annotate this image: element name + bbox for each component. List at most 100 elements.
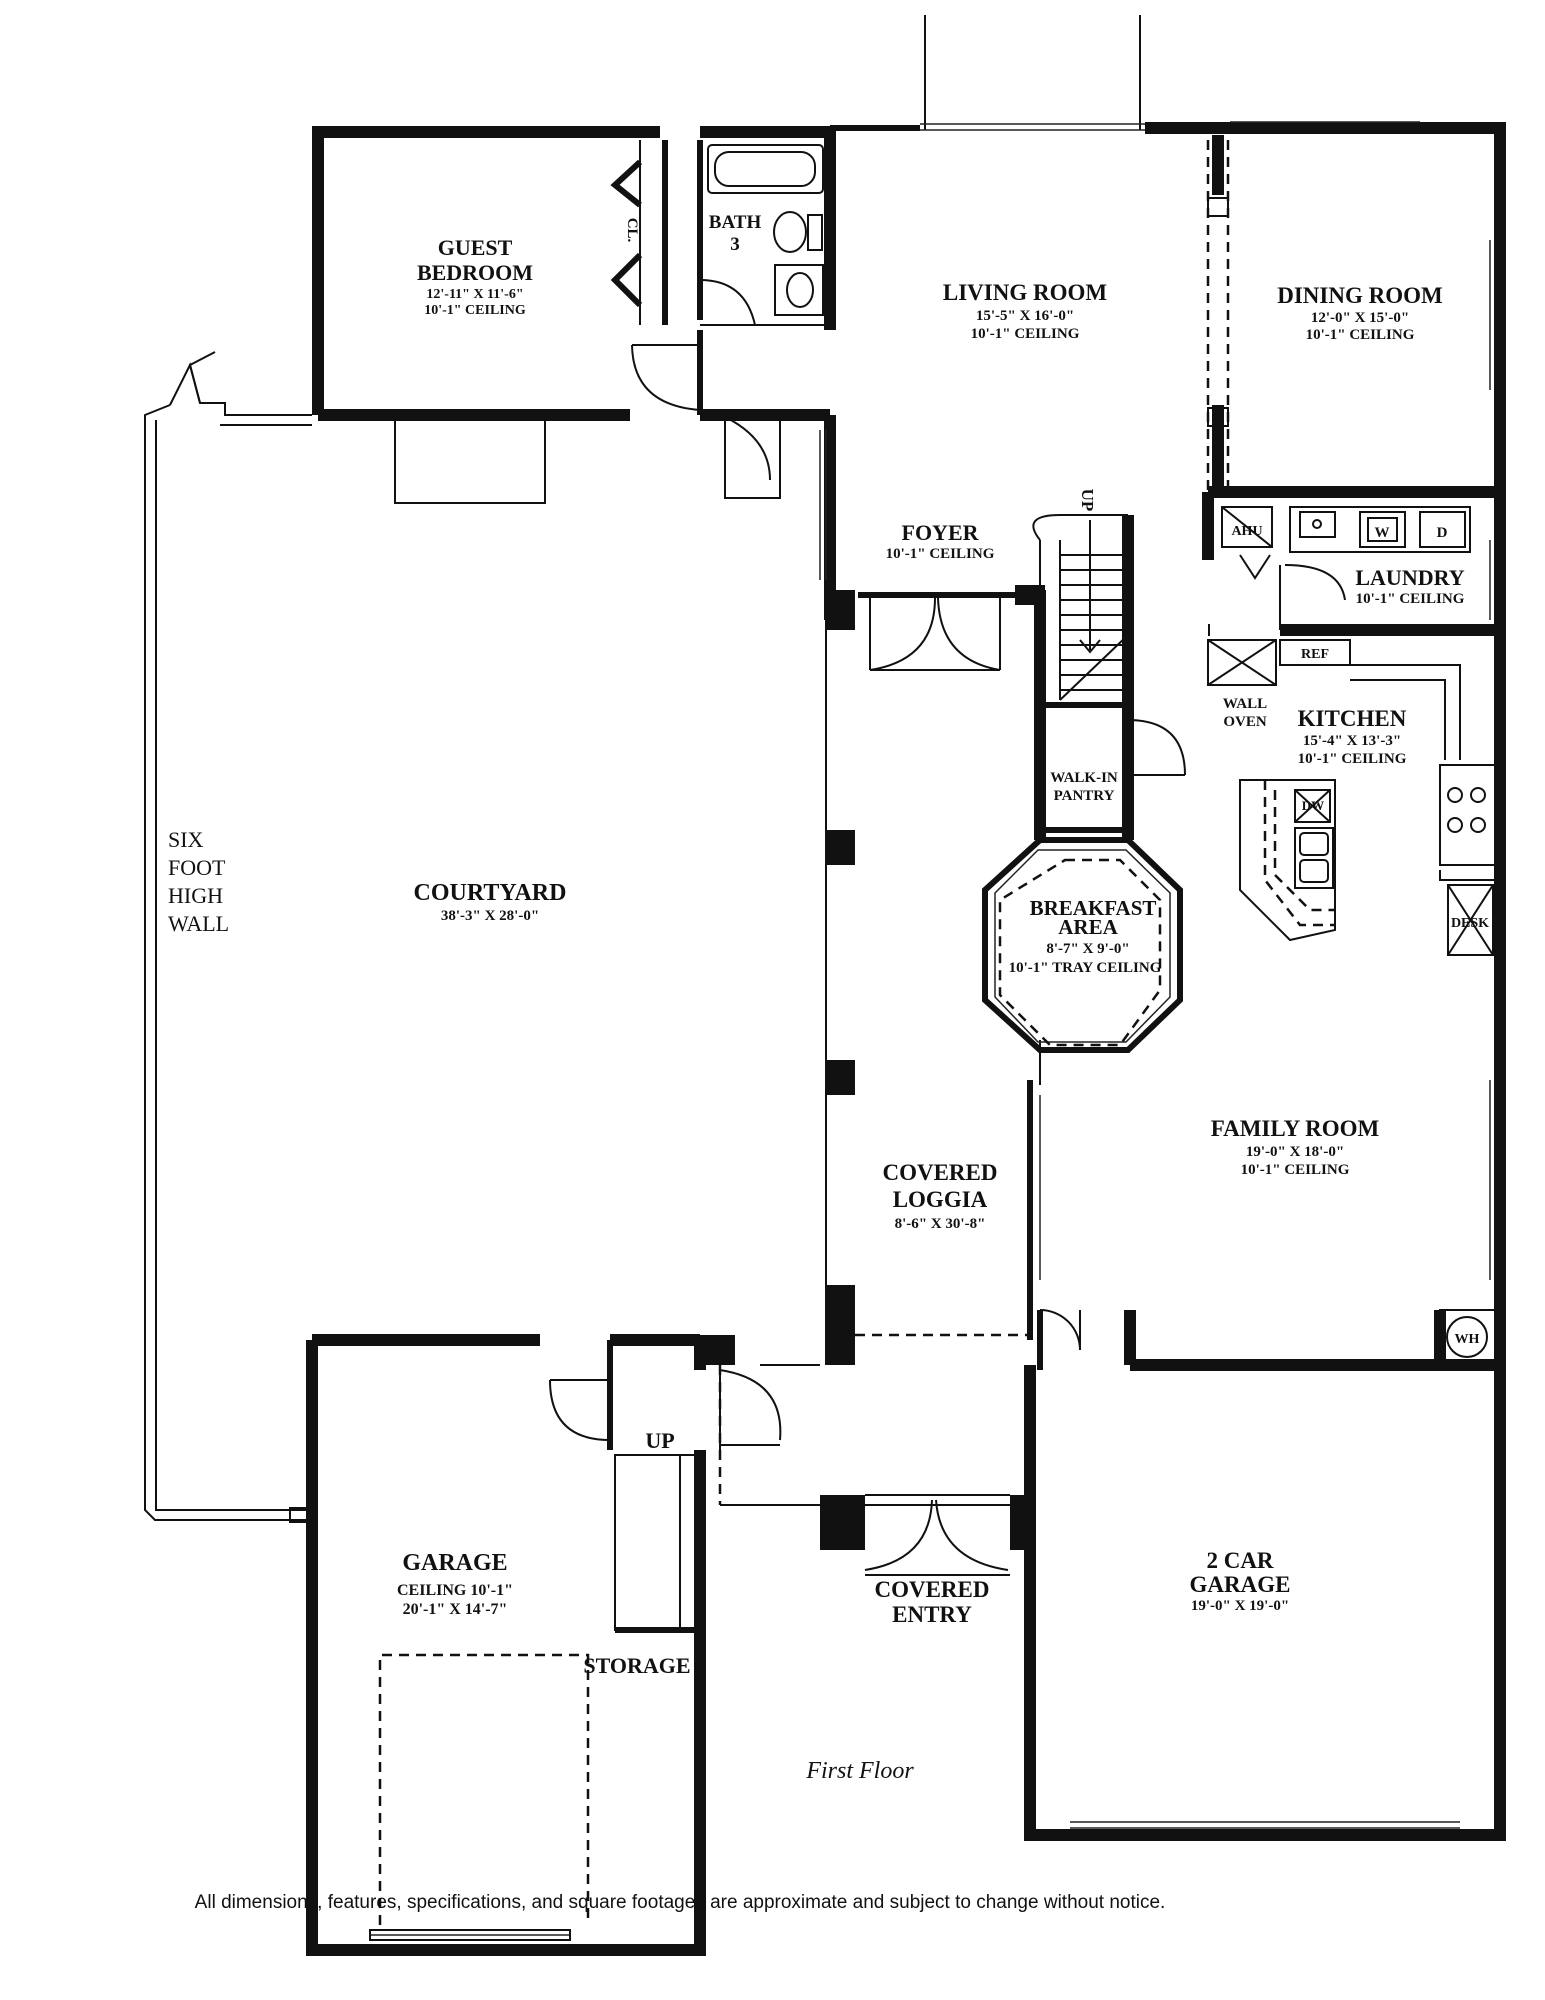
desk-label: DESK — [1451, 916, 1489, 931]
dishwasher — [1294, 789, 1331, 823]
kitchen-fixtures — [1127, 639, 1496, 956]
guest-bedroom-door[interactable] — [631, 344, 701, 411]
breakfast-ceiling: 10'-1" TRAY CEILING — [1009, 960, 1162, 976]
entry-door-right[interactable] — [935, 1499, 1009, 1571]
garage-side-door[interactable] — [719, 1369, 782, 1441]
two-car-garage-dims: 19'-0" X 19'-0" — [1191, 1598, 1289, 1614]
two-car-garage-name-2: GARAGE — [1190, 1572, 1291, 1597]
wall-oven-label-1: WALL — [1223, 696, 1267, 712]
loggia-name-1: COVERED — [882, 1160, 997, 1185]
breakfast-dims: 8'-7" X 9'-0" — [1046, 941, 1129, 957]
laundry-sink — [1299, 511, 1336, 538]
foyer-ceiling: 10'-1" CEILING — [886, 546, 995, 562]
kitchen-ceiling: 10'-1" CEILING — [1298, 751, 1407, 767]
living-room-dims: 15'-5" X 16'-0" — [976, 308, 1074, 324]
refrigerator — [1279, 639, 1351, 666]
pier-4 — [825, 1285, 855, 1365]
loggia-dims: 8'-6" X 30'-8" — [895, 1216, 986, 1232]
kitchen-counter-top — [1350, 664, 1461, 760]
kitchen-sink — [1294, 827, 1334, 889]
pantry-name-2: PANTRY — [1054, 788, 1115, 804]
wh-label: WH — [1455, 1332, 1480, 1347]
laundry-door[interactable] — [1284, 564, 1346, 601]
foyer-door-right[interactable] — [937, 597, 1001, 671]
dining-room-ceiling: 10'-1" CEILING — [1306, 327, 1415, 343]
two-car-garage-walls — [1024, 1365, 1506, 1841]
ahu-label: AHU — [1231, 524, 1262, 539]
closet-door-2[interactable] — [610, 252, 643, 308]
closet-door-1[interactable] — [610, 159, 643, 208]
breakfast-octagon — [982, 837, 1183, 1053]
courtyard-door-box — [724, 417, 781, 499]
guest-bedroom-name-2: BEDROOM — [417, 260, 533, 285]
foyer-door-left[interactable] — [869, 597, 936, 671]
laundry-fixtures — [1221, 506, 1471, 630]
dining-room-dims: 12'-0" X 15'-0" — [1311, 310, 1409, 326]
garage-name: GARAGE — [402, 1550, 507, 1576]
wall-oven — [1207, 639, 1277, 686]
covered-entry-name-1: COVERED — [874, 1577, 989, 1602]
foyer-stair-up: UP — [1078, 489, 1097, 512]
wall-label-4: WALL — [168, 911, 229, 936]
family-room-ceiling: 10'-1" CEILING — [1241, 1162, 1350, 1178]
bedroom-fixtures — [610, 140, 830, 415]
dining-outer-wall — [1145, 122, 1506, 630]
family-door-swing[interactable] — [1039, 1309, 1081, 1351]
dryer-box — [1419, 511, 1466, 548]
guest-bedroom-ceiling: 10'-1" CEILING — [424, 303, 526, 318]
pier-2 — [825, 830, 855, 865]
garage-stair — [614, 1454, 696, 1631]
family-room-dims: 19'-0" X 18'-0" — [1246, 1144, 1344, 1160]
storage-label: STORAGE — [583, 1653, 690, 1678]
living-room-name: LIVING ROOM — [943, 280, 1107, 305]
garage-walls — [306, 1340, 706, 1956]
garage-dims: 20'-1" X 14'-7" — [403, 1601, 508, 1618]
bath-name-1: BATH — [709, 212, 762, 233]
dryer-label: D — [1437, 525, 1448, 541]
foyer-name: FOYER — [902, 520, 980, 545]
garage-parking-outline — [378, 1653, 590, 1925]
wall-label-3: HIGH — [168, 883, 223, 908]
kitchen-name: KITCHEN — [1298, 706, 1407, 731]
two-car-garage-name-1: 2 CAR — [1206, 1548, 1273, 1573]
ahu-box — [1221, 506, 1273, 548]
wall-oven-label-2: OVEN — [1223, 714, 1267, 730]
wall-label-1: SIX — [168, 827, 204, 852]
kitchen-island — [1239, 779, 1336, 942]
dw-label: DW — [1302, 798, 1324, 813]
ref-label: REF — [1301, 647, 1329, 662]
garage-stair-up: UP — [645, 1428, 674, 1453]
family-room-name: FAMILY ROOM — [1211, 1116, 1380, 1141]
laundry-ceiling: 10'-1" CEILING — [1356, 591, 1465, 607]
floor-label: First Floor — [806, 1758, 914, 1784]
bath-sink — [774, 264, 824, 316]
pantry-name-1: WALK-IN — [1050, 770, 1118, 786]
guest-bedroom-dims: 12'-11" X 11'-6" — [426, 287, 523, 302]
breakfast-name-1: BREAKFAST — [1030, 896, 1157, 920]
cooktop — [1439, 764, 1496, 866]
guest-bedroom-wall — [312, 126, 660, 415]
pantry-door[interactable] — [1127, 719, 1186, 776]
washer-box — [1359, 511, 1406, 548]
laundry-counter — [1289, 506, 1471, 553]
guest-bedroom-name-1: GUEST — [438, 235, 513, 260]
garage-interior-door[interactable] — [549, 1379, 611, 1441]
laundry-name: LAUNDRY — [1355, 565, 1464, 590]
toilet — [773, 211, 807, 253]
bath-door[interactable] — [699, 279, 756, 326]
water-heater-box — [1439, 1309, 1496, 1366]
loggia-name-2: LOGGIA — [893, 1187, 988, 1212]
garage-ceiling: CEILING 10'-1" — [397, 1582, 513, 1599]
labels: GUEST BEDROOM 12'-11" X 11'-6" 10'-1" CE… — [168, 212, 1489, 1678]
courtyard-feature — [394, 417, 546, 504]
closet-label: CL. — [624, 218, 640, 243]
bathtub — [707, 144, 824, 194]
living-room-ceiling: 10'-1" CEILING — [971, 326, 1080, 342]
entry-door-left[interactable] — [864, 1499, 933, 1571]
covered-entry-name-2: ENTRY — [892, 1602, 972, 1627]
courtyard-wall-top — [188, 351, 312, 416]
foyer-stair — [1032, 514, 1129, 701]
desk — [1447, 884, 1494, 956]
dining-room-name: DINING ROOM — [1277, 283, 1443, 308]
